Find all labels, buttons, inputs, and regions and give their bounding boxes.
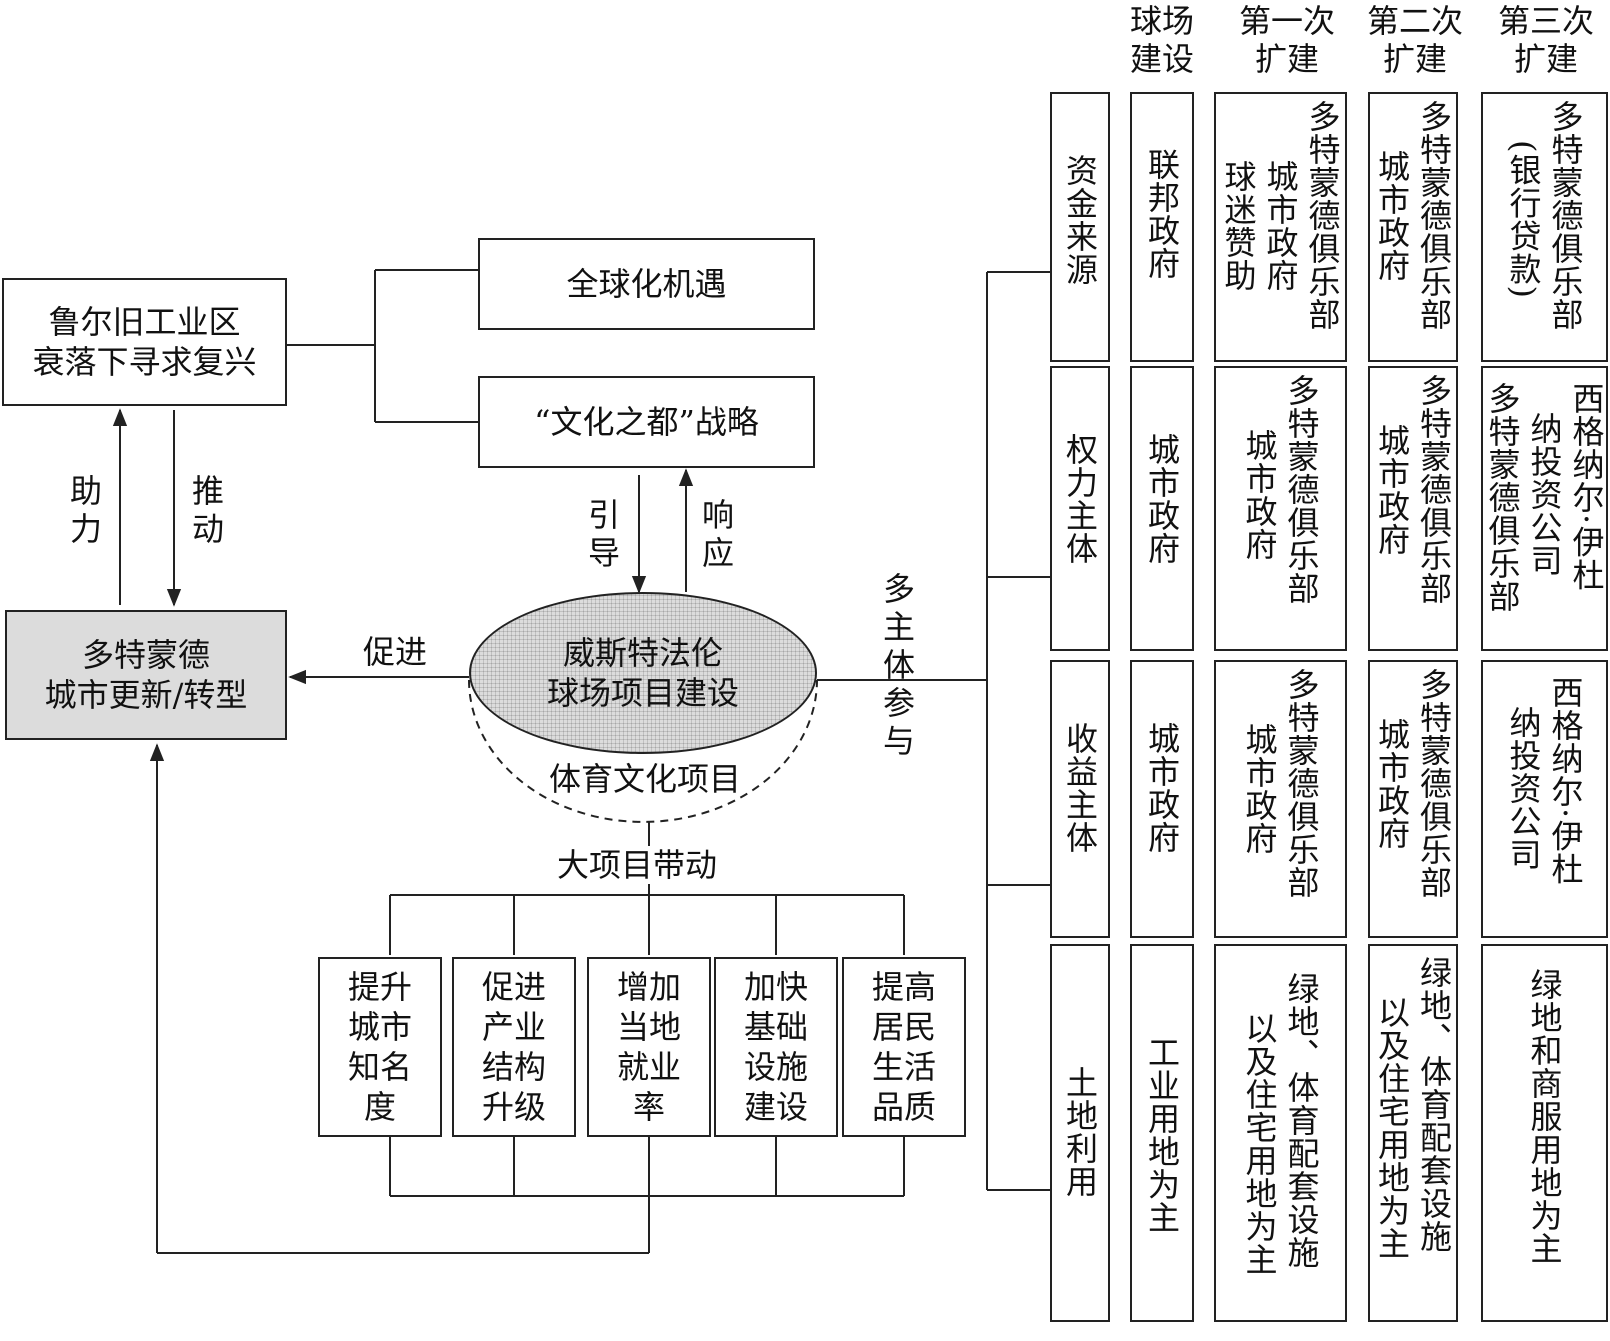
- effect-box-reputation: 提升 城市 知名 度: [318, 957, 442, 1137]
- culture-capital-text: “文化之都”战略: [534, 403, 759, 441]
- cell-text: 多特蒙德俱乐部: [1546, 100, 1585, 331]
- dortmund-renewal-text: 多特蒙德 城市更新/转型: [44, 636, 248, 714]
- cell-funding-stadium: 联邦政府: [1130, 92, 1194, 362]
- cell-land-first: 绿地、体育配套设施 以及住宅用地为主: [1214, 944, 1347, 1322]
- cell-text: (银行贷款): [1504, 140, 1543, 299]
- effect-text: 提高 居民 生活 品质: [871, 968, 936, 1126]
- cell-funding-second: 多特蒙德俱乐部 城市政府: [1368, 92, 1458, 362]
- cell-text: 多特蒙德俱乐部: [1483, 382, 1522, 613]
- effect-text: 促进 产业 结构 升级: [481, 968, 546, 1126]
- cell-text: 以及住宅用地为主: [1373, 996, 1411, 1260]
- row-label-text: 收益主体: [1061, 722, 1099, 854]
- header-first-expansion: 第一次 扩建: [1238, 2, 1335, 78]
- cell-text: 西格纳尔·伊杜: [1567, 382, 1606, 592]
- cell-power-stadium: 城市政府: [1130, 366, 1194, 651]
- cell-text: 城市政府: [1240, 723, 1279, 855]
- cell-text: 城市政府: [1373, 718, 1411, 850]
- cell-text: 城市政府: [1373, 150, 1411, 282]
- cell-land-third: 绿地和商服用地为主: [1481, 944, 1608, 1322]
- respond-label: 响 应: [701, 496, 734, 572]
- cell-text: 城市政府: [1143, 433, 1181, 565]
- cell-text: 城市政府: [1240, 429, 1279, 561]
- effect-text: 加快 基础 设施 建设: [743, 968, 808, 1126]
- cell-revenue-second: 多特蒙德俱乐部 城市政府: [1368, 660, 1458, 938]
- culture-capital-box: “文化之都”战略: [478, 376, 815, 468]
- row-label-text: 权力主体: [1061, 433, 1099, 565]
- header-third-expansion: 第三次 扩建: [1497, 2, 1594, 78]
- cell-power-third: 西格纳尔·伊杜 纳投资公司 多特蒙德俱乐部: [1481, 366, 1608, 651]
- header-second-expansion: 第二次 扩建: [1366, 2, 1463, 78]
- cell-text: 城市政府: [1261, 160, 1300, 292]
- effect-box-industry: 促进 产业 结构 升级: [452, 957, 576, 1137]
- promote-label: 促进: [362, 633, 427, 671]
- cell-text: 多特蒙德俱乐部: [1415, 374, 1453, 605]
- row-label-land: 土地利用: [1050, 944, 1110, 1322]
- row-label-text: 资金来源: [1061, 154, 1099, 286]
- globalization-box: 全球化机遇: [478, 238, 815, 330]
- cell-text: 工业用地为主: [1143, 1036, 1181, 1234]
- cell-text: 西格纳尔·伊杜: [1546, 676, 1585, 886]
- effect-text: 增加 当地 就业 率: [616, 968, 681, 1126]
- cell-text: 城市政府: [1143, 722, 1181, 854]
- cell-funding-first: 多特蒙德俱乐部 城市政府 球迷赞助: [1214, 92, 1347, 362]
- globalization-text: 全球化机遇: [566, 265, 727, 303]
- stadium-project-text: 威斯特法伦 球场项目建设: [546, 634, 739, 712]
- effect-box-employment: 增加 当地 就业 率: [587, 957, 711, 1137]
- guide-label: 引 导: [587, 496, 620, 572]
- push-label: 推 动: [191, 472, 224, 548]
- cell-text: 多特蒙德俱乐部: [1282, 668, 1321, 899]
- effect-box-infrastructure: 加快 基础 设施 建设: [714, 957, 838, 1137]
- big-project-label: 大项目带动: [552, 846, 722, 884]
- cell-text: 绿地、体育配套设施: [1282, 972, 1321, 1269]
- cell-text: 纳投资公司: [1504, 706, 1543, 871]
- cell-revenue-first: 多特蒙德俱乐部 城市政府: [1214, 660, 1347, 938]
- cell-text: 绿地和商服用地为主: [1525, 968, 1564, 1265]
- cell-text: 以及住宅用地为主: [1240, 1012, 1279, 1276]
- row-label-funding: 资金来源: [1050, 92, 1110, 362]
- cell-text: 多特蒙德俱乐部: [1303, 100, 1342, 331]
- ruhr-decline-text: 鲁尔旧工业区 衰落下寻求复兴: [32, 303, 257, 381]
- stadium-project-ellipse: 威斯特法伦 球场项目建设: [469, 592, 817, 754]
- effect-box-quality: 提高 居民 生活 品质: [842, 957, 966, 1137]
- row-label-revenue: 收益主体: [1050, 660, 1110, 938]
- cell-revenue-third: 西格纳尔·伊杜 纳投资公司: [1481, 660, 1608, 938]
- cell-revenue-stadium: 城市政府: [1130, 660, 1194, 938]
- cell-text: 多特蒙德俱乐部: [1415, 668, 1453, 899]
- sports-culture-label: 体育文化项目: [548, 760, 741, 798]
- multi-party-label: 多 主 体 参 与: [882, 570, 915, 760]
- cell-power-second: 多特蒙德俱乐部 城市政府: [1368, 366, 1458, 651]
- dortmund-renewal-box: 多特蒙德 城市更新/转型: [5, 610, 287, 740]
- cell-power-first: 多特蒙德俱乐部 城市政府: [1214, 366, 1347, 651]
- effect-text: 提升 城市 知名 度: [347, 968, 412, 1126]
- cell-text: 联邦政府: [1143, 148, 1181, 280]
- cell-land-stadium: 工业用地为主: [1130, 944, 1194, 1322]
- cell-funding-third: 多特蒙德俱乐部 (银行贷款): [1481, 92, 1608, 362]
- cell-text: 多特蒙德俱乐部: [1415, 100, 1453, 331]
- row-label-text: 土地利用: [1061, 1066, 1099, 1198]
- header-stadium-construction: 球场 建设: [1129, 2, 1194, 78]
- cell-text: 纳投资公司: [1525, 412, 1564, 577]
- ruhr-decline-box: 鲁尔旧工业区 衰落下寻求复兴: [2, 278, 287, 406]
- cell-text: 城市政府: [1373, 424, 1411, 556]
- cell-land-second: 绿地、体育配套设施 以及住宅用地为主: [1368, 944, 1458, 1322]
- cell-text: 绿地、体育配套设施: [1415, 956, 1453, 1253]
- row-label-power: 权力主体: [1050, 366, 1110, 651]
- help-label: 助 力: [69, 472, 102, 548]
- cell-text: 多特蒙德俱乐部: [1282, 374, 1321, 605]
- cell-text: 球迷赞助: [1219, 160, 1258, 292]
